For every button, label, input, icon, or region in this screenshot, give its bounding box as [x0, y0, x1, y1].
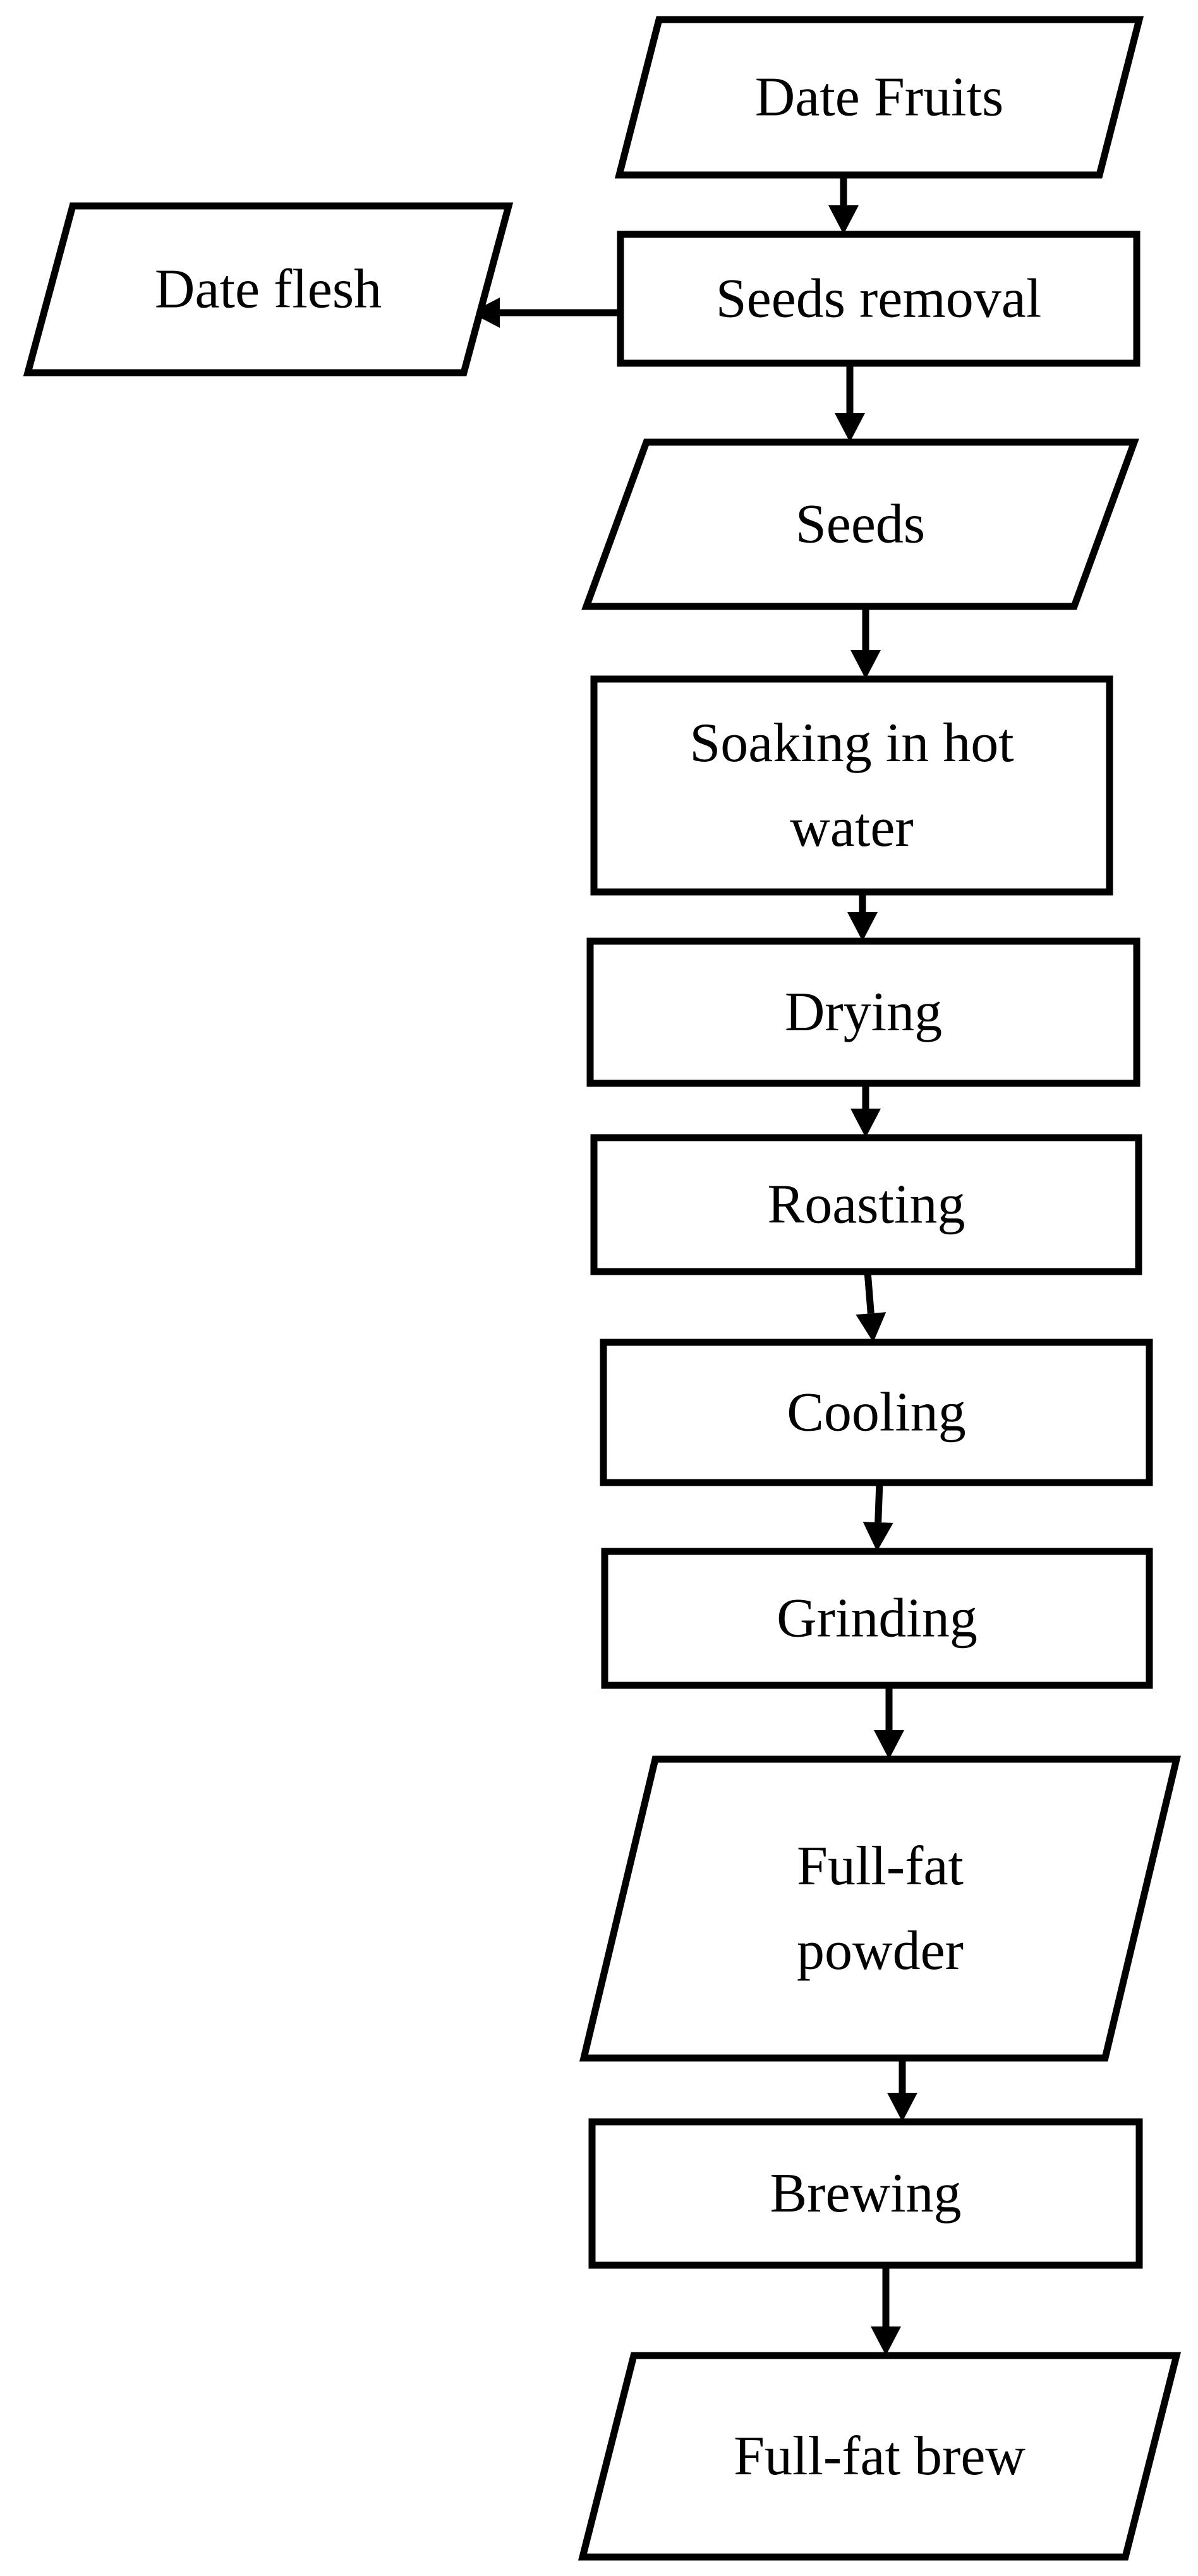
- arrowhead: [847, 912, 878, 941]
- node-label: Date flesh: [155, 259, 382, 320]
- node-label: Roasting: [768, 1174, 965, 1236]
- rectangle-shape: [600, 1339, 1153, 1486]
- arrow-date-fruits-to-seeds-removal: [828, 175, 859, 234]
- arrow-cooling-to-grinding: [862, 1482, 893, 1551]
- node-cooling: Cooling: [600, 1339, 1153, 1486]
- rectangle-shape: [601, 1548, 1153, 1689]
- rectangle-shape: [617, 231, 1141, 367]
- arrowhead: [471, 298, 500, 328]
- node-label: powder: [797, 1920, 964, 1982]
- node-brewing: Brewing: [588, 2118, 1143, 2269]
- node-date-flesh: Date flesh: [23, 202, 514, 376]
- arrowhead: [828, 205, 859, 234]
- node-label: water: [790, 797, 913, 858]
- node-label: Soaking in hot: [689, 713, 1013, 774]
- node-label: Seeds removal: [716, 268, 1042, 330]
- rectangle-shape: [586, 937, 1141, 1087]
- parallelogram-shape: [614, 16, 1144, 179]
- node-label: Seeds: [796, 494, 925, 555]
- rectangle-shape: [590, 1134, 1142, 1275]
- parallelogram-shape: [581, 438, 1139, 610]
- rectangle-shape: [588, 2118, 1143, 2269]
- node-label: Cooling: [787, 1382, 966, 1443]
- rectangle-shape: [590, 675, 1113, 896]
- node-roasting: Roasting: [590, 1134, 1142, 1275]
- arrow-seeds-to-soaking: [850, 606, 881, 679]
- arrowhead: [850, 1109, 881, 1138]
- parallelogram-shape: [579, 1755, 1181, 2062]
- arrowhead: [862, 1522, 893, 1551]
- node-full-fat-brew: Full-fat brew: [578, 2352, 1182, 2561]
- node-seeds: Seeds: [581, 438, 1139, 610]
- arrow-line: [864, 1271, 874, 1314]
- arrow-line: [874, 1482, 883, 1523]
- node-full-fat-powder: Full-fat powder: [579, 1755, 1181, 2062]
- node-label: Grinding: [777, 1588, 977, 1649]
- node-seeds-removal: Seeds removal: [617, 231, 1141, 367]
- arrowhead: [835, 413, 865, 442]
- arrowhead: [874, 1730, 904, 1759]
- node-grinding: Grinding: [601, 1548, 1153, 1689]
- node-label: Date Fruits: [755, 67, 1004, 128]
- arrowhead: [850, 650, 881, 679]
- arrow-soaking-to-drying: [847, 892, 878, 941]
- node-drying: Drying: [586, 937, 1141, 1087]
- arrow-seeds-removal-to-date-flesh: [471, 298, 620, 328]
- node-label: Drying: [785, 982, 942, 1043]
- parallelogram-shape: [578, 2352, 1182, 2561]
- arrow-seeds-removal-to-seeds: [835, 363, 865, 442]
- node-label: Full-fat brew: [734, 2426, 1026, 2487]
- node-label: Full-fat: [797, 1836, 964, 1897]
- arrow-grinding-to-full-fat-powder: [874, 1685, 904, 1759]
- arrow-roasting-to-cooling: [856, 1271, 886, 1342]
- parallelogram-shape: [23, 202, 514, 376]
- arrowhead: [887, 2093, 917, 2122]
- arrow-full-fat-powder-to-brewing: [887, 2058, 917, 2122]
- arrow-brewing-to-full-fat-brew: [871, 2265, 901, 2356]
- node-soaking: Soaking in hot water: [590, 675, 1113, 896]
- arrowhead: [871, 2326, 901, 2356]
- node-date-fruits: Date Fruits: [614, 16, 1144, 179]
- arrow-drying-to-roasting: [850, 1083, 881, 1138]
- arrowhead: [856, 1312, 886, 1342]
- node-label: Brewing: [770, 2163, 961, 2224]
